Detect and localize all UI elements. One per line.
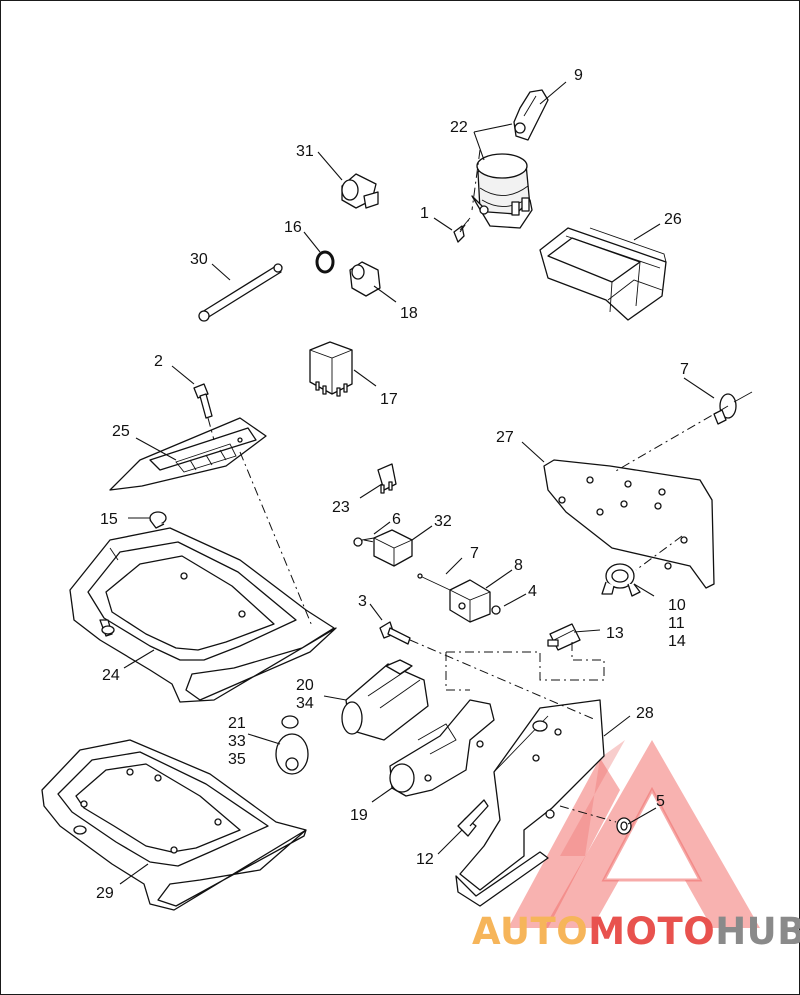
part-7-bolt-upper (713, 391, 753, 425)
callout-34: 34 (296, 695, 314, 712)
callout-7-lower: 7 (470, 545, 479, 562)
callout-16: 16 (284, 219, 302, 236)
callout-24: 24 (102, 667, 120, 684)
callout-30: 30 (190, 251, 208, 268)
part-12-clip (457, 799, 489, 837)
callout-1: 1 (420, 205, 429, 222)
callout-labels: 9 22 1 26 31 16 30 18 17 2 25 23 6 32 7 … (96, 67, 689, 902)
callout-7-upper: 7 (680, 361, 689, 378)
leader-lines (119, 81, 715, 885)
callout-18: 18 (400, 305, 418, 322)
callout-35: 35 (228, 751, 246, 768)
part-9-connector (513, 89, 549, 141)
callout-17: 17 (380, 391, 398, 408)
part-3-bolt (379, 621, 411, 645)
callout-28: 28 (636, 705, 654, 722)
callout-11: 11 (668, 615, 685, 632)
part-16-o-ring (315, 250, 335, 274)
callout-32: 32 (434, 513, 452, 530)
callout-33: 33 (228, 733, 246, 750)
watermark-auto: AUTO (472, 910, 588, 953)
callout-9: 9 (574, 67, 583, 84)
callout-22: 22 (450, 119, 468, 136)
callout-29: 29 (96, 885, 114, 902)
callout-5: 5 (656, 793, 665, 810)
part-30-cable (198, 263, 283, 322)
callout-8: 8 (514, 557, 523, 574)
part-24-tray (69, 527, 337, 703)
svg-text:AUTOMOTOHUB: AUTOMOTOHUB (472, 910, 800, 953)
part-15-plug (149, 511, 167, 529)
part-6-fastener (353, 537, 375, 547)
part-32-module (373, 529, 413, 567)
callout-21: 21 (228, 715, 246, 732)
part-13-connector (547, 623, 581, 651)
callout-3: 3 (358, 593, 367, 610)
callout-23: 23 (332, 499, 350, 516)
callout-31: 31 (296, 143, 314, 160)
callout-19: 19 (350, 807, 368, 824)
part-5-nut (616, 817, 632, 835)
part-31-switch (341, 173, 379, 209)
watermark-hub: HUB (715, 910, 800, 953)
part-25-bracket-plate (109, 417, 267, 491)
part-26-channel-cover (539, 227, 667, 321)
part-18-sensor (349, 261, 381, 297)
callout-6: 6 (392, 511, 401, 528)
callout-26: 26 (664, 211, 682, 228)
callout-14: 14 (668, 633, 686, 650)
callout-13: 13 (606, 625, 624, 642)
callout-27: 27 (496, 429, 514, 446)
callout-12: 12 (416, 851, 434, 868)
watermark-logo: AUTOMOTOHUB (472, 910, 800, 953)
part-20-actuator (341, 659, 429, 741)
callout-4: 4 (528, 583, 537, 600)
part-21-key-fob (275, 715, 309, 775)
part-28-main-bracket (455, 699, 605, 907)
callout-15: 15 (100, 511, 118, 528)
callout-20: 20 (296, 677, 314, 694)
part-7-pin-lower (417, 573, 451, 591)
part-17-relay (309, 341, 353, 397)
callout-2: 2 (154, 353, 163, 370)
callout-10: 10 (668, 597, 686, 614)
part-2-screw (193, 383, 213, 419)
part-10-clamp (601, 563, 641, 597)
part-22-solenoid (471, 153, 533, 229)
watermark-triangle-icon (508, 740, 760, 928)
part-19-bracket (389, 699, 495, 797)
part-29-tray (41, 739, 307, 911)
part-4-nut (491, 605, 501, 615)
part-8-connector-housing (449, 579, 491, 623)
part-23-fuse (377, 463, 397, 494)
watermark-moto: MOTO (588, 910, 715, 953)
callout-25: 25 (112, 423, 130, 440)
part-27-side-plate (543, 459, 715, 589)
assembly-lines (207, 149, 729, 823)
